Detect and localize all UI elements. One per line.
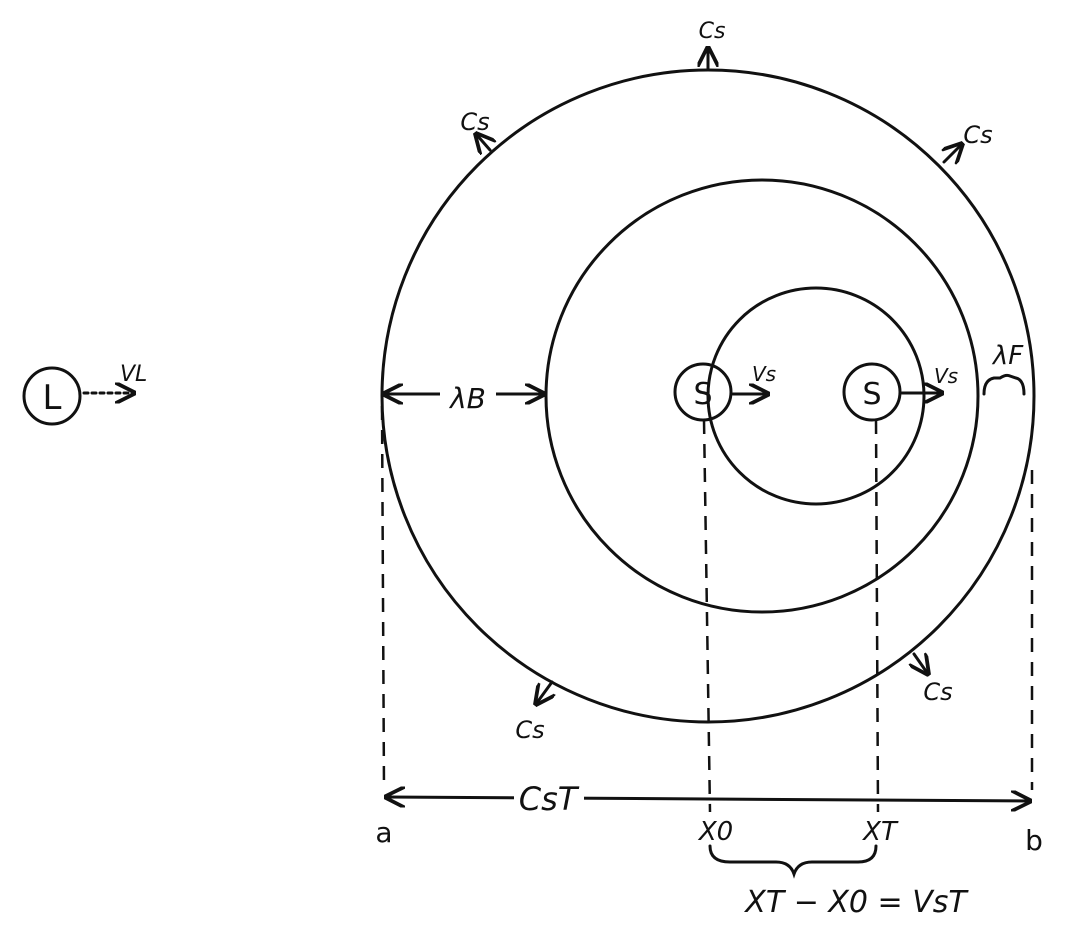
source-velocity-label-start: Vs xyxy=(752,362,776,386)
displacement-label: XT − X0 = VsT xyxy=(743,885,969,920)
wavefront-middle xyxy=(544,178,980,614)
source-circle-start xyxy=(673,362,733,422)
point-a-label: a xyxy=(375,816,392,849)
displacement-brace xyxy=(708,844,878,879)
listener-velocity-label: VL xyxy=(120,362,147,387)
projection-a xyxy=(380,405,386,791)
lambda-front-label: λF xyxy=(991,341,1024,371)
cst-arrow xyxy=(386,797,1030,801)
cs-arrow-bottom-right xyxy=(914,654,928,674)
point-b-label: b xyxy=(1025,824,1043,857)
cs-arrow-top-right xyxy=(944,144,962,162)
source-symbol-end: S xyxy=(862,377,881,412)
projection-xt xyxy=(874,419,880,813)
cs-arrow-bottom-left xyxy=(536,680,552,704)
lambda-front-brace xyxy=(982,373,1026,396)
cs-label-bottom-right: Cs xyxy=(923,678,952,706)
cst-label: CsT xyxy=(519,780,580,818)
cs-label-top-right: Cs xyxy=(963,121,992,149)
projection-x0 xyxy=(702,419,712,813)
lambda-back-label: λB xyxy=(448,382,486,415)
cs-label-top-left: Cs xyxy=(460,108,489,136)
cs-label-bottom-left: Cs xyxy=(515,716,544,744)
point-xt-label: XT xyxy=(861,817,899,847)
listener-circle xyxy=(22,366,82,426)
point-x0-label: X0 xyxy=(697,817,733,847)
cs-arrow-top-left xyxy=(476,134,490,150)
wavefront-inner xyxy=(706,286,926,506)
listener-symbol: L xyxy=(43,378,62,418)
source-symbol-start: S xyxy=(693,377,712,412)
cs-label-top: Cs xyxy=(699,19,726,44)
source-circle-end xyxy=(842,362,902,422)
source-velocity-label-end: Vs xyxy=(934,364,958,388)
